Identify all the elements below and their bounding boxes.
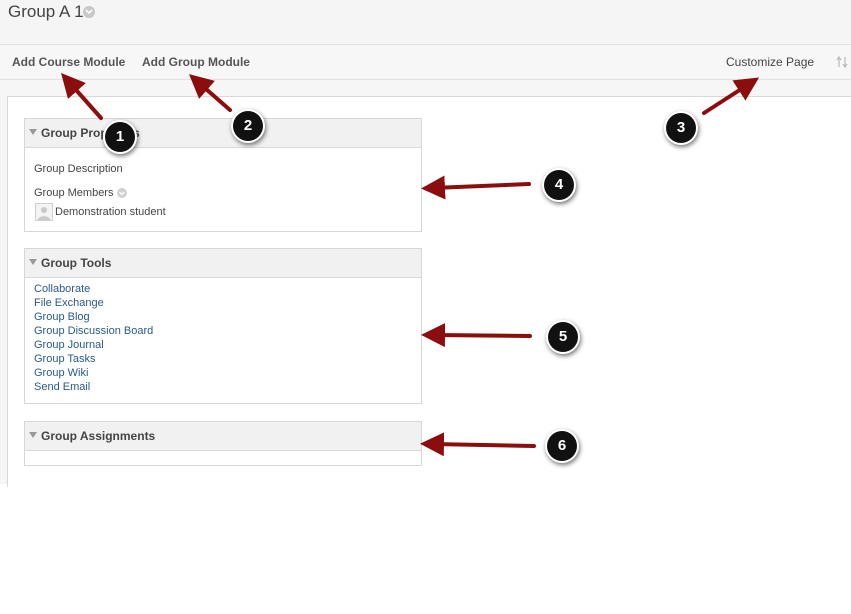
collapse-triangle-icon[interactable] [29,432,37,438]
title-bar: Group A 1 [0,0,851,45]
collapse-triangle-icon[interactable] [29,259,37,265]
tool-link-group-wiki[interactable]: Group Wiki [34,367,89,379]
callout-2: 2 [233,111,263,141]
arrow-5 [421,323,532,348]
arrow-2 [188,74,232,112]
member-name: Demonstration student [55,206,166,218]
tool-link-collaborate[interactable]: Collaborate [34,283,91,295]
customize-page-button[interactable]: Customize Page [726,55,815,69]
module-header[interactable]: Group Assignments [25,422,421,451]
action-bar: Add Course Module Add Group Module Custo… [0,45,851,80]
callout-1: 1 [105,122,135,152]
callout-4: 4 [544,170,574,200]
callout-6: 6 [547,431,577,461]
module-header[interactable]: Group Tools [25,249,421,278]
group-description-label: Group Description [34,163,123,175]
tool-link-group-discussion-board[interactable]: Group Discussion Board [34,325,154,337]
callout-5: 5 [548,322,578,352]
members-menu-chevron-icon[interactable] [117,188,127,198]
tool-link-group-tasks[interactable]: Group Tasks [34,353,96,365]
group-assignments-module: Group Assignments [24,421,422,466]
group-tools-module: Group Tools Collaborate File Exchange Gr… [24,248,422,404]
tool-link-send-email[interactable]: Send Email [34,381,91,393]
arrow-4 [421,175,531,200]
user-avatar-icon [35,203,53,221]
module-header[interactable]: Group Properties [25,119,421,148]
arrow-6 [420,432,536,457]
collapse-triangle-icon[interactable] [29,129,37,135]
module-title: Group Assignments [41,429,156,443]
callout-3: 3 [666,113,696,143]
module-title: Group Tools [41,256,112,270]
group-properties-module: Group Properties Group Description Group… [24,118,422,232]
add-course-module-button[interactable]: Add Course Module [12,55,126,69]
tool-link-file-exchange[interactable]: File Exchange [34,297,104,309]
title-menu-chevron-icon[interactable] [83,6,95,18]
add-group-module-button[interactable]: Add Group Module [142,55,250,69]
reorder-arrows-icon[interactable] [836,55,848,69]
group-members-label: Group Members [34,187,114,199]
tool-link-group-blog[interactable]: Group Blog [34,311,90,323]
arrow-3 [702,77,760,115]
tool-link-group-journal[interactable]: Group Journal [34,339,104,351]
arrow-1 [61,73,103,120]
page-title: Group A 1 [8,2,84,21]
